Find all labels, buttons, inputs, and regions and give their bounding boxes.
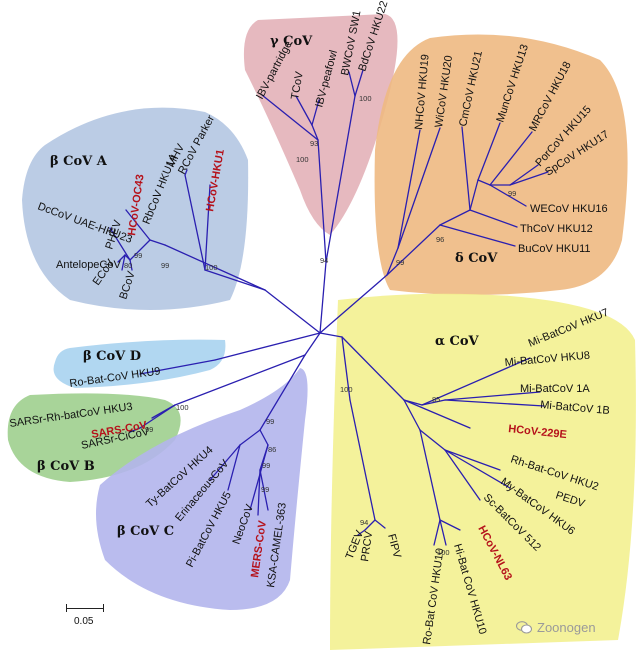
bootstrap-value: 99: [266, 417, 274, 426]
leaf-wecov-hku16: WECoV HKU16: [530, 203, 608, 215]
bootstrap-value: 100: [205, 263, 218, 272]
bootstrap-value: 96: [436, 235, 444, 244]
group-label-delta: δ CoV: [455, 251, 498, 266]
bootstrap-value: 99: [262, 461, 270, 470]
clade-beta-c-region: [96, 368, 308, 610]
bootstrap-value: 100: [437, 548, 450, 557]
bootstrap-value: 94: [320, 256, 328, 265]
clade-delta-region: [374, 34, 628, 296]
leaf-thcov-hku12: ThCoV HKU12: [520, 223, 593, 235]
bootstrap-value: 80: [124, 261, 132, 270]
watermark: Zoonogen: [516, 620, 596, 635]
group-label-beta-c: β CoV C: [117, 524, 174, 539]
bootstrap-value: 100: [296, 155, 309, 164]
clade-beta-d-region: [53, 339, 226, 388]
clade-beta-a-region: [22, 107, 249, 310]
clade-gamma-region: [243, 14, 398, 235]
scale-bar: [66, 604, 104, 614]
bootstrap-value: 99: [161, 261, 169, 270]
group-label-beta-a: β CoV A: [50, 154, 108, 169]
watermark-text: Zoonogen: [537, 620, 596, 635]
leaf-tcov: TCoV: [289, 70, 306, 100]
chat-bubbles-icon: [516, 621, 532, 634]
group-label-beta-b: β CoV B: [37, 459, 95, 474]
bootstrap-value: 99: [508, 189, 516, 198]
bootstrap-value: 99: [145, 425, 153, 434]
leaf-prcv: PRCV: [359, 530, 375, 563]
group-label-beta-d: β CoV D: [83, 349, 141, 364]
group-label-alpha: α CoV: [435, 334, 480, 349]
bootstrap-value: 99: [261, 485, 269, 494]
leaf-bucov-hku11: BuCoV HKU11: [518, 243, 591, 255]
bootstrap-value: 99: [134, 251, 142, 260]
bootstrap-value: 86: [268, 445, 276, 454]
bootstrap-value: 100: [176, 403, 189, 412]
group-label-gamma: γ CoV: [270, 34, 313, 49]
leaf-antelopecov: AntelopeCoV: [56, 259, 121, 271]
bootstrap-value: 100: [340, 385, 353, 394]
leaf-mi-batcov-1a: Mi-BatCoV 1A: [520, 383, 590, 395]
scale-bar-label: 0.05: [74, 616, 94, 627]
bootstrap-value: 99: [396, 258, 404, 267]
bootstrap-value: 85: [432, 395, 440, 404]
bootstrap-value: 94: [360, 518, 368, 527]
bootstrap-value: 93: [310, 139, 318, 148]
bootstrap-value: 100: [359, 94, 372, 103]
